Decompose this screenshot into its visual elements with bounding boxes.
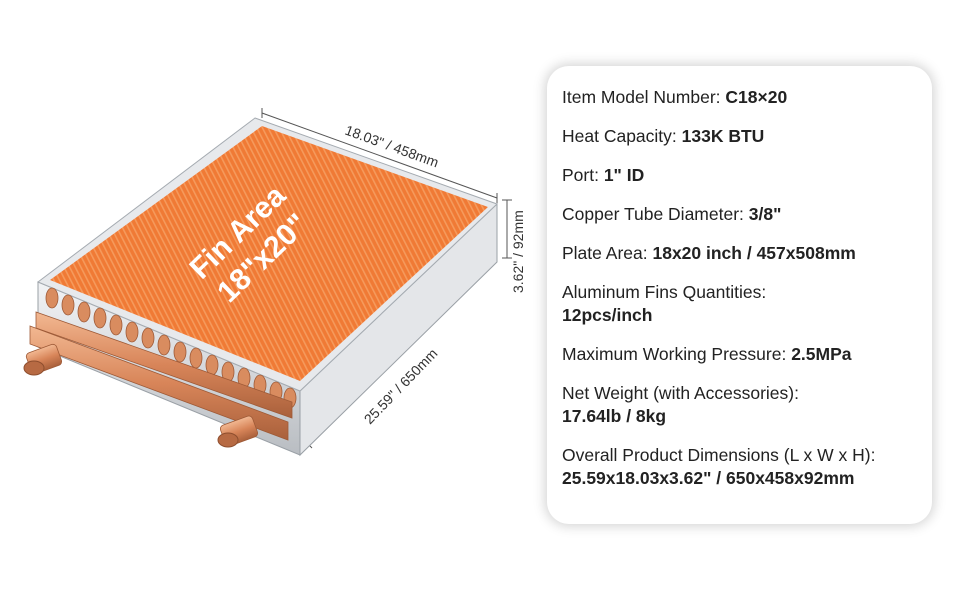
spec-value: 133K BTU — [681, 126, 765, 146]
heat-exchanger-illustration: 18.03" / 458mm 3.62" / 92mm 25.59" / 650… — [23, 108, 526, 457]
spec-value: C18×20 — [725, 87, 788, 107]
spec-row: Copper Tube Diameter: 3/8" — [562, 203, 920, 226]
spec-row: Item Model Number: C18×20 — [562, 86, 920, 109]
spec-value: 25.59x18.03x3.62" / 650x458x92mm — [562, 468, 855, 488]
spec-value: 2.5MPa — [791, 344, 852, 364]
spec-value: 12pcs/inch — [562, 305, 653, 325]
spec-value: 18x20 inch / 457x508mm — [652, 243, 856, 263]
spec-label: Item Model Number: — [562, 87, 726, 107]
spec-label: Heat Capacity: — [562, 126, 682, 146]
copper-header-pipe-lower — [29, 325, 289, 441]
spec-label: Aluminum Fins Quantities: — [562, 282, 767, 302]
spec-label: Overall Product Dimensions (L x W x H): — [562, 445, 876, 465]
spec-label: Plate Area: — [562, 243, 653, 263]
spec-label: Maximum Working Pressure: — [562, 344, 792, 364]
fin-area — [50, 126, 488, 381]
copper-header-pipe-upper — [35, 311, 293, 419]
spec-row: Maximum Working Pressure: 2.5MPa — [562, 343, 920, 366]
dimension-height-line — [502, 199, 512, 259]
dimension-length-line — [261, 108, 498, 203]
spec-row: Overall Product Dimensions (L x W x H): 2… — [562, 444, 920, 490]
spec-value: 17.64lb / 8kg — [562, 406, 667, 426]
copper-port-left — [23, 343, 63, 376]
spec-row: Plate Area: 18x20 inch / 457x508mm — [562, 242, 920, 265]
spec-label: Net Weight (with Accessories): — [562, 383, 799, 403]
spec-value: 3/8" — [748, 204, 782, 224]
spec-row: Net Weight (with Accessories): 17.64lb / … — [562, 382, 920, 428]
copper-port-right — [217, 415, 259, 448]
spec-row: Heat Capacity: 133K BTU — [562, 125, 920, 148]
spec-row: Aluminum Fins Quantities: 12pcs/inch — [562, 281, 920, 327]
spec-label: Copper Tube Diameter: — [562, 204, 749, 224]
dimension-height-label: 3.62" / 92mm — [510, 210, 526, 293]
spec-row: Port: 1" ID — [562, 164, 920, 187]
spec-value: 1" ID — [603, 165, 645, 185]
spec-label: Port: — [562, 165, 604, 185]
